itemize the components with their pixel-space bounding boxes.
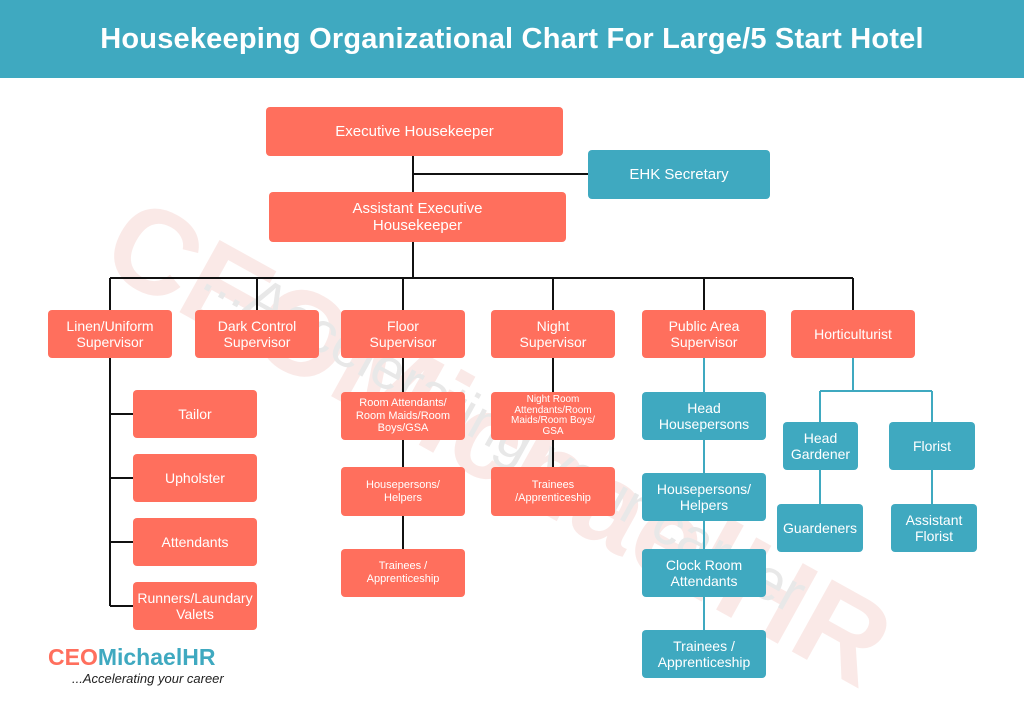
- node-head-gardener: Head Gardener: [783, 422, 858, 470]
- header-banner: Housekeeping Organizational Chart For La…: [0, 0, 1024, 78]
- node-upholster: Upholster: [133, 454, 257, 502]
- node-clock-room-attendants: Clock Room Attendants: [642, 549, 766, 597]
- node-floor-trainees: Trainees / Apprenticeship: [341, 549, 465, 597]
- node-linen-supervisor: Linen/Uniform Supervisor: [48, 310, 172, 358]
- node-executive-housekeeper: Executive Housekeeper: [266, 107, 563, 156]
- brand-logo: CEOMichaelHR: [48, 646, 215, 670]
- node-public-housepersons: Housepersons/ Helpers: [642, 473, 766, 521]
- node-assistant-florist: Assistant Florist: [891, 504, 977, 552]
- node-horticulturist: Horticulturist: [791, 310, 915, 358]
- node-night-supervisor: Night Supervisor: [491, 310, 615, 358]
- node-head-housepersons: Head Housepersons: [642, 392, 766, 440]
- node-runners-laundary-valets: Runners/Laundary Valets: [133, 582, 257, 630]
- node-night-trainees: Trainees /Apprenticeship: [491, 467, 615, 516]
- node-public-area-supervisor: Public Area Supervisor: [642, 310, 766, 358]
- node-room-attendants: Room Attendants/ Room Maids/Room Boys/GS…: [341, 392, 465, 440]
- node-attendants: Attendants: [133, 518, 257, 566]
- logo-name-text: MichaelHR: [97, 644, 216, 670]
- node-tailor: Tailor: [133, 390, 257, 438]
- node-florist: Florist: [889, 422, 975, 470]
- node-public-trainees: Trainees / Apprenticeship: [642, 630, 766, 678]
- page-title: Housekeeping Organizational Chart For La…: [100, 22, 924, 55]
- node-night-room-attendants: Night Room Attendants/Room Maids/Room Bo…: [491, 392, 615, 440]
- node-floor-housepersons: Housepersons/ Helpers: [341, 467, 465, 516]
- node-ehk-secretary: EHK Secretary: [588, 150, 770, 199]
- logo-ceo-text: CEO: [48, 644, 98, 670]
- node-dark-control-supervisor: Dark Control Supervisor: [195, 310, 319, 358]
- node-floor-supervisor: Floor Supervisor: [341, 310, 465, 358]
- node-gardeners: Guardeners: [777, 504, 863, 552]
- logo-tagline: ...Accelerating your career: [72, 671, 224, 686]
- connector-lines: [109, 156, 933, 630]
- node-assistant-executive-housekeeper: Assistant Executive Housekeeper: [269, 192, 566, 242]
